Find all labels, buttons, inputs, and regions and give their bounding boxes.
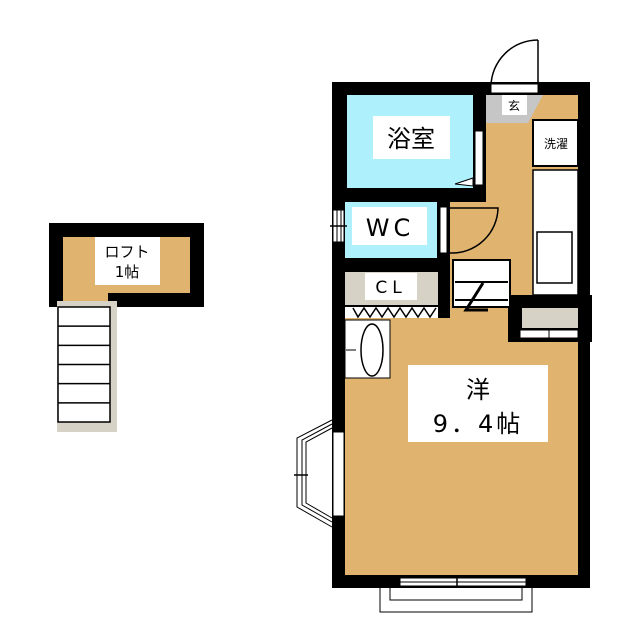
wc-label-box	[352, 207, 427, 245]
bay-window	[294, 419, 345, 528]
entrance-label-box	[502, 95, 527, 115]
loft-ladder	[57, 301, 117, 432]
western-room-label-box	[408, 365, 548, 442]
bath-door-marker	[454, 177, 474, 187]
laundry-label: 洗濯	[544, 137, 568, 151]
loft-label-box	[95, 237, 160, 285]
western-room-size: 9．4帖	[433, 410, 524, 438]
laundry-space[interactable]	[532, 119, 579, 167]
entrance-label: 玄	[508, 98, 520, 113]
bath-label-box	[373, 116, 450, 159]
wc-label: WC	[366, 214, 415, 242]
bottom-window	[379, 575, 533, 613]
entrance-door-opening	[490, 83, 539, 94]
folding-door-symbol	[352, 306, 437, 319]
bath-label: 浴室	[387, 125, 435, 153]
wc-door[interactable]	[439, 206, 448, 254]
wc-window	[330, 209, 347, 243]
closet-label-box	[365, 273, 417, 300]
entrance-door	[490, 39, 539, 87]
washbasin	[360, 323, 384, 377]
loft-label: ロフト	[104, 243, 149, 261]
closet-label: CL	[375, 278, 406, 298]
wc-door-swing	[449, 207, 499, 254]
storage-shelf	[522, 308, 578, 328]
kitchen-sink	[536, 231, 573, 284]
western-room-label: 洋	[466, 376, 490, 404]
loft-stair-entry[interactable]	[452, 259, 511, 312]
loft-size: 1帖	[115, 263, 140, 281]
bath-door[interactable]	[474, 130, 484, 186]
loft: ロフト 1帖	[49, 223, 204, 307]
stair-arrow-icon	[463, 282, 488, 312]
